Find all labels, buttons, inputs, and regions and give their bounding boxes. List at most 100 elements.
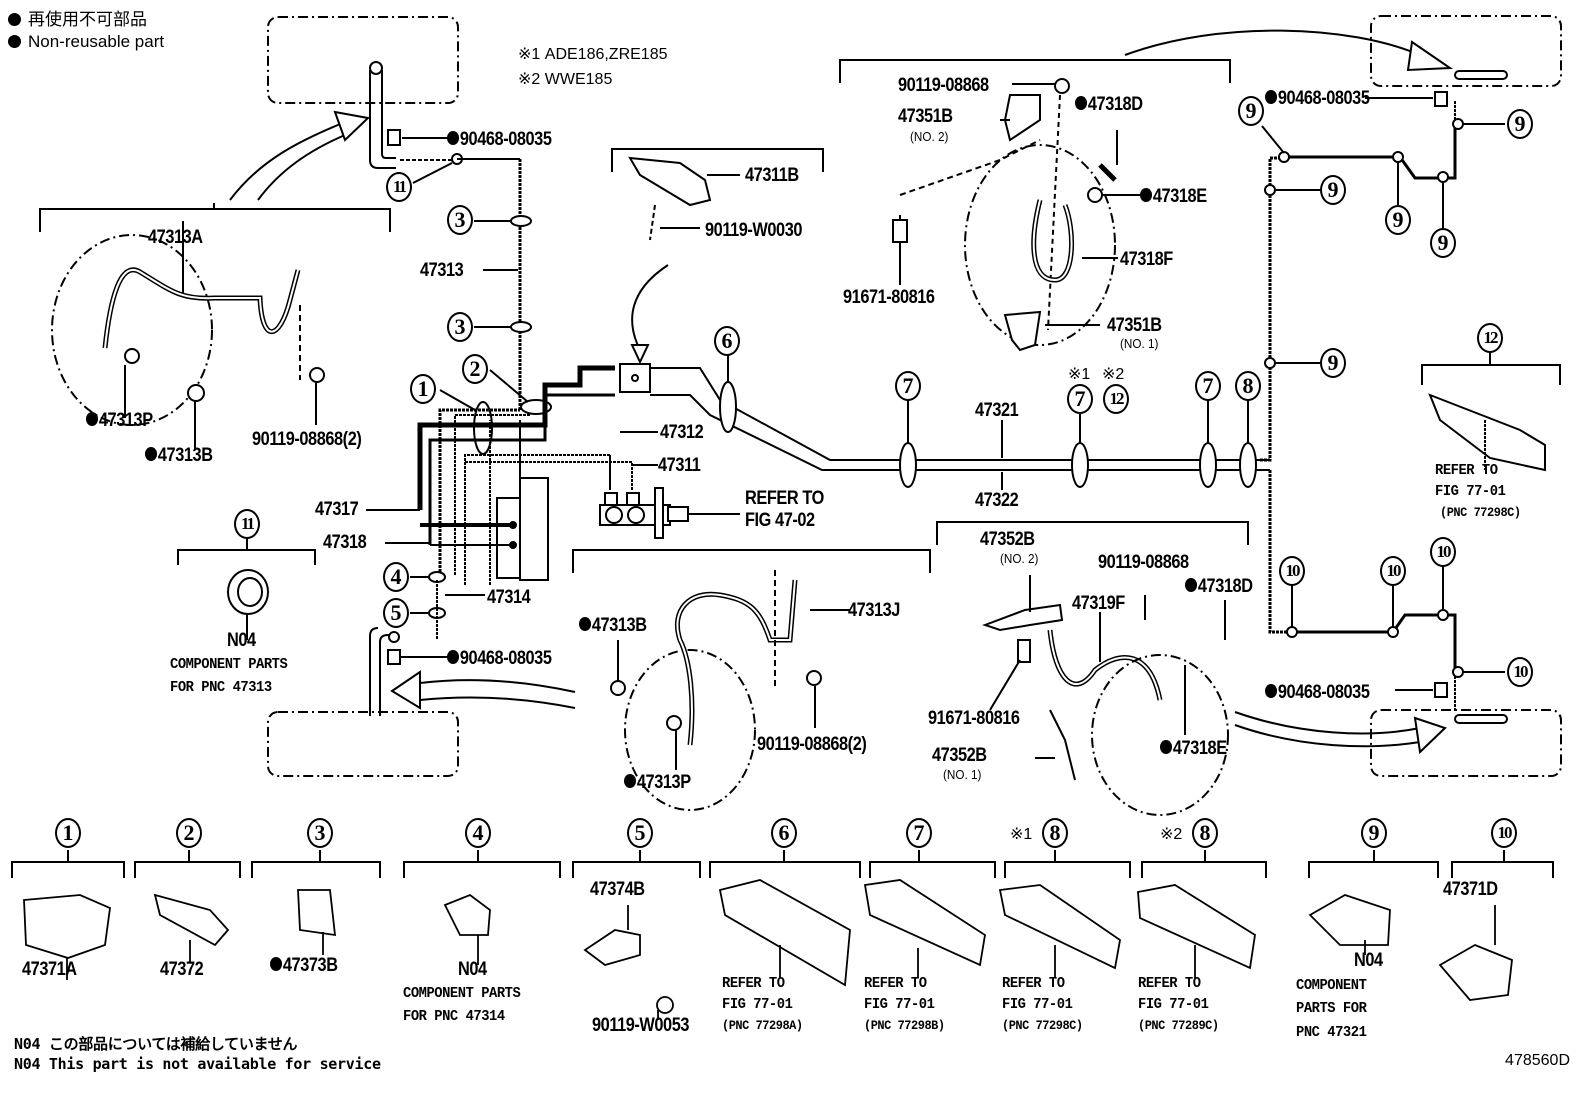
bottom-group-callout-8-7[interactable]: 8 bbox=[1042, 818, 1068, 848]
bottom-group-note: FIG 77-01 bbox=[864, 996, 935, 1013]
part-label-47313[interactable]: 47313 bbox=[420, 260, 464, 281]
part-label-47351B-no1[interactable]: 47351B bbox=[1107, 315, 1162, 336]
part-label-47317[interactable]: 47317 bbox=[315, 499, 359, 520]
callout-3-a[interactable]: 3 bbox=[447, 205, 473, 235]
bottom-group-callout-5[interactable]: 5 bbox=[627, 818, 653, 848]
callout-8[interactable]: 8 bbox=[1235, 371, 1261, 401]
part-label-47318E-top[interactable]: 47318E bbox=[1140, 187, 1207, 206]
bottom-group-part-label[interactable]: 47371A bbox=[22, 959, 77, 980]
callout-6[interactable]: 6 bbox=[714, 326, 740, 356]
part-label-90468-08035-bottom-right[interactable]: 90468-08035 bbox=[1265, 683, 1370, 702]
part-label-47313P[interactable]: 47313P bbox=[86, 411, 153, 430]
part-label-47352B-no2[interactable]: 47352B bbox=[980, 529, 1035, 550]
callout-12-refer-line2: FIG 77-01 bbox=[1435, 483, 1506, 500]
callout-11[interactable]: 11 bbox=[386, 172, 412, 202]
part-label-90119-08868-2[interactable]: 90119-08868(2) bbox=[252, 429, 362, 450]
callout-12[interactable]: 12 bbox=[1103, 384, 1129, 414]
callout-1[interactable]: 1 bbox=[410, 374, 436, 404]
bottom-group-note: REFER TO bbox=[722, 975, 785, 992]
bottom-group-part-label[interactable]: 47373B bbox=[270, 956, 338, 975]
callout-9-a[interactable]: 9 bbox=[1238, 96, 1264, 126]
part-label-47351B-no2[interactable]: 47351B bbox=[898, 106, 953, 127]
part-label-47318D-bottom[interactable]: 47318D bbox=[1185, 577, 1253, 596]
callout-9-d[interactable]: 9 bbox=[1385, 205, 1411, 235]
callout-12-group[interactable]: 12 bbox=[1477, 323, 1503, 353]
callout-10-c[interactable]: 10 bbox=[1430, 537, 1456, 567]
bottom-group-callout-3[interactable]: 3 bbox=[307, 818, 333, 848]
body-outline-top-right bbox=[1370, 15, 1562, 87]
bottom-group-note: (PNC 77298B) bbox=[864, 1018, 945, 1033]
part-label-90119-08868-2-mid[interactable]: 90119-08868(2) bbox=[757, 734, 867, 755]
part-label-91671-80816-bottom[interactable]: 91671-80816 bbox=[928, 708, 1020, 729]
part-label-47313B-mid[interactable]: 47313B bbox=[579, 616, 647, 635]
callout-10-d[interactable]: 10 bbox=[1507, 657, 1533, 687]
part-label-90119-08868-right[interactable]: 90119-08868 bbox=[1098, 552, 1189, 573]
refer-fig-47-02-line1[interactable]: REFER TO bbox=[745, 488, 824, 509]
bottom-group-callout-2[interactable]: 2 bbox=[176, 818, 202, 848]
callout-3-b[interactable]: 3 bbox=[447, 312, 473, 342]
part-label-47313A[interactable]: 47313A bbox=[148, 227, 203, 248]
callout-10-b[interactable]: 10 bbox=[1380, 556, 1406, 586]
bottom-group-callout-1[interactable]: 1 bbox=[55, 818, 81, 848]
callout-2[interactable]: 2 bbox=[462, 354, 488, 384]
bottom-group-part-label[interactable]: N04 bbox=[1354, 950, 1383, 971]
footnotes: N04 この部品については補給していません N04 This part is n… bbox=[14, 1034, 381, 1074]
part-label-47319F[interactable]: 47319F bbox=[1072, 593, 1125, 614]
part-label-47321[interactable]: 47321 bbox=[975, 400, 1019, 421]
body-outline-bottom-right bbox=[1370, 709, 1562, 777]
model-mark-2: ※2 bbox=[1102, 366, 1125, 383]
part-label-47318D-top[interactable]: 47318D bbox=[1075, 95, 1143, 114]
part-label-47314[interactable]: 47314 bbox=[487, 587, 531, 608]
part-label-47311[interactable]: 47311 bbox=[658, 455, 701, 476]
part-label-47318F[interactable]: 47318F bbox=[1120, 249, 1173, 270]
bottom-group-part-label[interactable]: N04 bbox=[458, 959, 487, 980]
non-reusable-dot-icon bbox=[1265, 90, 1278, 104]
callout-10-a[interactable]: 10 bbox=[1279, 556, 1305, 586]
bottom-group-callout-6[interactable]: 6 bbox=[771, 818, 797, 848]
callout-9-e[interactable]: 9 bbox=[1430, 228, 1456, 258]
arrow-to-bottom-right bbox=[1234, 711, 1421, 735]
part-label-47318[interactable]: 47318 bbox=[323, 532, 367, 553]
part-label-47352B-no1[interactable]: 47352B bbox=[932, 745, 987, 766]
bottom-group-note: FOR PNC 47314 bbox=[403, 1008, 505, 1025]
bottom-group-callout-4[interactable]: 4 bbox=[465, 818, 491, 848]
callout-11-desc-line1: COMPONENT PARTS bbox=[170, 656, 288, 673]
part-label-90119-W0030[interactable]: 90119-W0030 bbox=[705, 220, 803, 241]
bottom-group-part-label[interactable]: 90119-W0053 bbox=[592, 1015, 690, 1036]
bottom-group-callout-7[interactable]: 7 bbox=[906, 818, 932, 848]
part-label-47322[interactable]: 47322 bbox=[975, 490, 1019, 511]
callout-7-a[interactable]: 7 bbox=[895, 371, 921, 401]
callout-7-c[interactable]: 7 bbox=[1195, 371, 1221, 401]
part-label-91671-80816-top[interactable]: 91671-80816 bbox=[843, 287, 935, 308]
part-label-90468-08035-top-right[interactable]: 90468-08035 bbox=[1265, 89, 1370, 108]
callout-9-c[interactable]: 9 bbox=[1320, 175, 1346, 205]
part-label-47313P-mid[interactable]: 47313P bbox=[624, 773, 691, 792]
bottom-group-callout-8-8[interactable]: 8 bbox=[1192, 818, 1218, 848]
bottom-group-part-label[interactable]: 47374B bbox=[590, 879, 645, 900]
part-label-47313J[interactable]: 47313J bbox=[848, 600, 900, 621]
bottom-group-callout-10[interactable]: 10 bbox=[1491, 818, 1517, 848]
part-label-47313B[interactable]: 47313B bbox=[145, 446, 213, 465]
bottom-group-note: PARTS FOR bbox=[1296, 1000, 1367, 1017]
part-label-47318E-bottom[interactable]: 47318E bbox=[1160, 739, 1227, 758]
callout-11-group[interactable]: 11 bbox=[234, 509, 260, 539]
callout-7-b[interactable]: 7 bbox=[1067, 384, 1093, 414]
non-reusable-dot-icon bbox=[447, 131, 460, 145]
part-label-90119-08868-top[interactable]: 90119-08868 bbox=[898, 75, 989, 96]
part-label-47311B[interactable]: 47311B bbox=[745, 165, 799, 186]
bottom-group-callout-9[interactable]: 9 bbox=[1361, 818, 1387, 848]
callout-9-f[interactable]: 9 bbox=[1320, 348, 1346, 378]
callout-5[interactable]: 5 bbox=[383, 598, 409, 628]
callout-4[interactable]: 4 bbox=[383, 562, 409, 592]
non-reusable-dot-icon bbox=[1185, 578, 1198, 592]
callout-9-b[interactable]: 9 bbox=[1507, 109, 1533, 139]
bottom-group-note: (PNC 77298C) bbox=[1002, 1018, 1083, 1033]
refer-fig-47-02-line2[interactable]: FIG 47-02 bbox=[745, 510, 815, 531]
part-label-90468-08035-mid[interactable]: 90468-08035 bbox=[447, 649, 552, 668]
bottom-group-part-label[interactable]: 47372 bbox=[160, 959, 204, 980]
bottom-group-part-label[interactable]: 47371D bbox=[1443, 879, 1498, 900]
non-reusable-dot-icon bbox=[1160, 740, 1173, 754]
part-label-47312[interactable]: 47312 bbox=[660, 422, 704, 443]
part-label-90468-08035[interactable]: 90468-08035 bbox=[447, 130, 552, 149]
